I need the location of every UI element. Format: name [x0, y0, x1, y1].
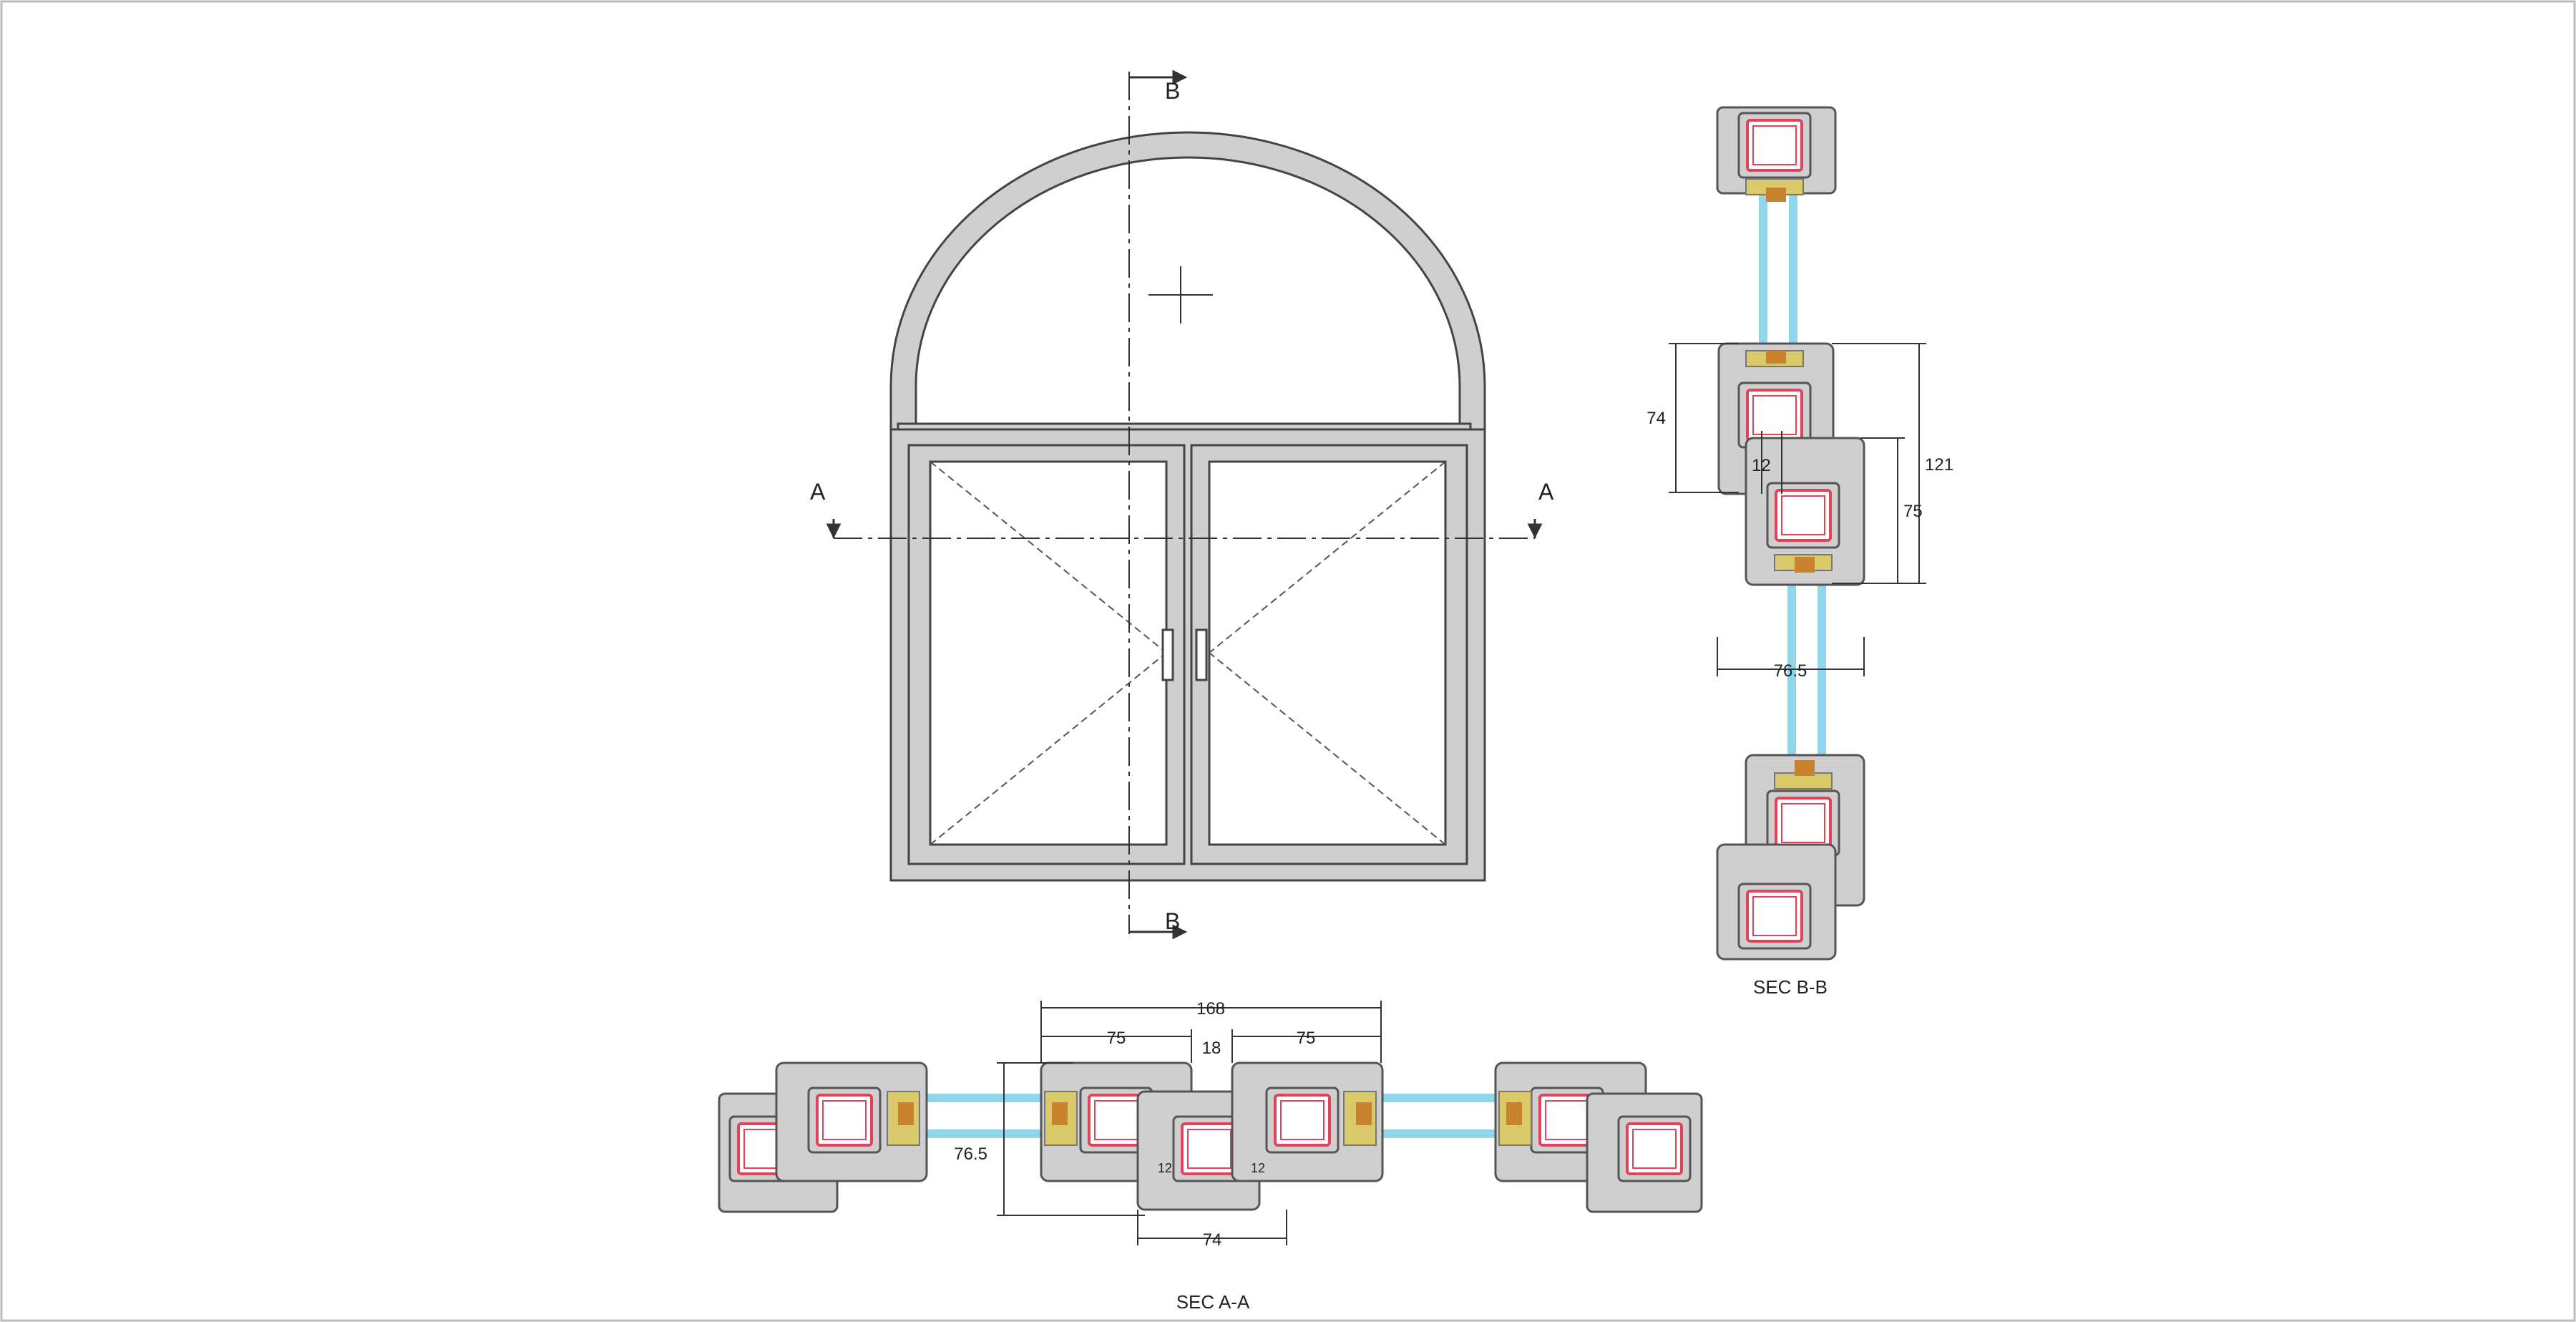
left-handle — [1161, 628, 1174, 681]
dim-aa-12-left: 12 — [1158, 1161, 1172, 1175]
section-bb-glass — [1759, 186, 1826, 759]
profile-aa-left — [718, 1061, 928, 1213]
dim-bb-12: 12 — [1752, 456, 1771, 475]
profile-bottom-frame — [1716, 843, 1837, 961]
arch-frame — [889, 131, 1486, 431]
dim-aa-18: 18 — [1202, 1039, 1221, 1058]
dim-aa-74: 74 — [1203, 1230, 1222, 1250]
section-bb-caption: SEC B-B — [1753, 976, 1828, 998]
section-aa: 168 75 18 75 76.5 12 12 74 SEC A-A — [718, 999, 1703, 1313]
section-aa-dimensions — [997, 1001, 1382, 1245]
profile-sash-top — [1745, 437, 1865, 586]
profile-top-frame — [1716, 106, 1837, 202]
section-a-label-left: A — [810, 479, 826, 505]
profile-aa-right — [1494, 1061, 1703, 1213]
section-b-markers — [1129, 69, 1188, 940]
section-bb-dimensions — [1669, 343, 1926, 676]
dim-bb-76-5: 76.5 — [1774, 661, 1807, 681]
section-a-label-right: A — [1538, 479, 1554, 505]
section-a-markers — [826, 519, 1543, 539]
dim-bb-75: 75 — [1903, 502, 1923, 521]
window-elevation: B B A A — [810, 69, 1554, 940]
section-bb: 74 12 121 75 76.5 SEC B-B — [1646, 106, 1953, 998]
dim-aa-76-5: 76.5 — [954, 1144, 987, 1164]
dim-aa-75-right: 75 — [1297, 1029, 1316, 1048]
opening-indicators — [930, 461, 1446, 845]
profile-aa-center — [1040, 1061, 1384, 1211]
section-b-label-top: B — [1165, 78, 1180, 104]
dim-aa-75-left: 75 — [1107, 1029, 1126, 1048]
dim-bb-74: 74 — [1646, 409, 1666, 428]
right-handle — [1195, 628, 1208, 681]
left-glass — [929, 460, 1168, 846]
section-b-label-bottom: B — [1165, 908, 1180, 934]
right-glass — [1208, 460, 1447, 846]
dim-bb-121: 121 — [1925, 455, 1953, 475]
section-aa-glass — [923, 1094, 1531, 1138]
section-aa-caption: SEC A-A — [1176, 1291, 1250, 1313]
dim-aa-12-right: 12 — [1251, 1161, 1265, 1175]
dim-aa-168: 168 — [1196, 999, 1225, 1019]
arch-center-mark — [1148, 266, 1213, 324]
